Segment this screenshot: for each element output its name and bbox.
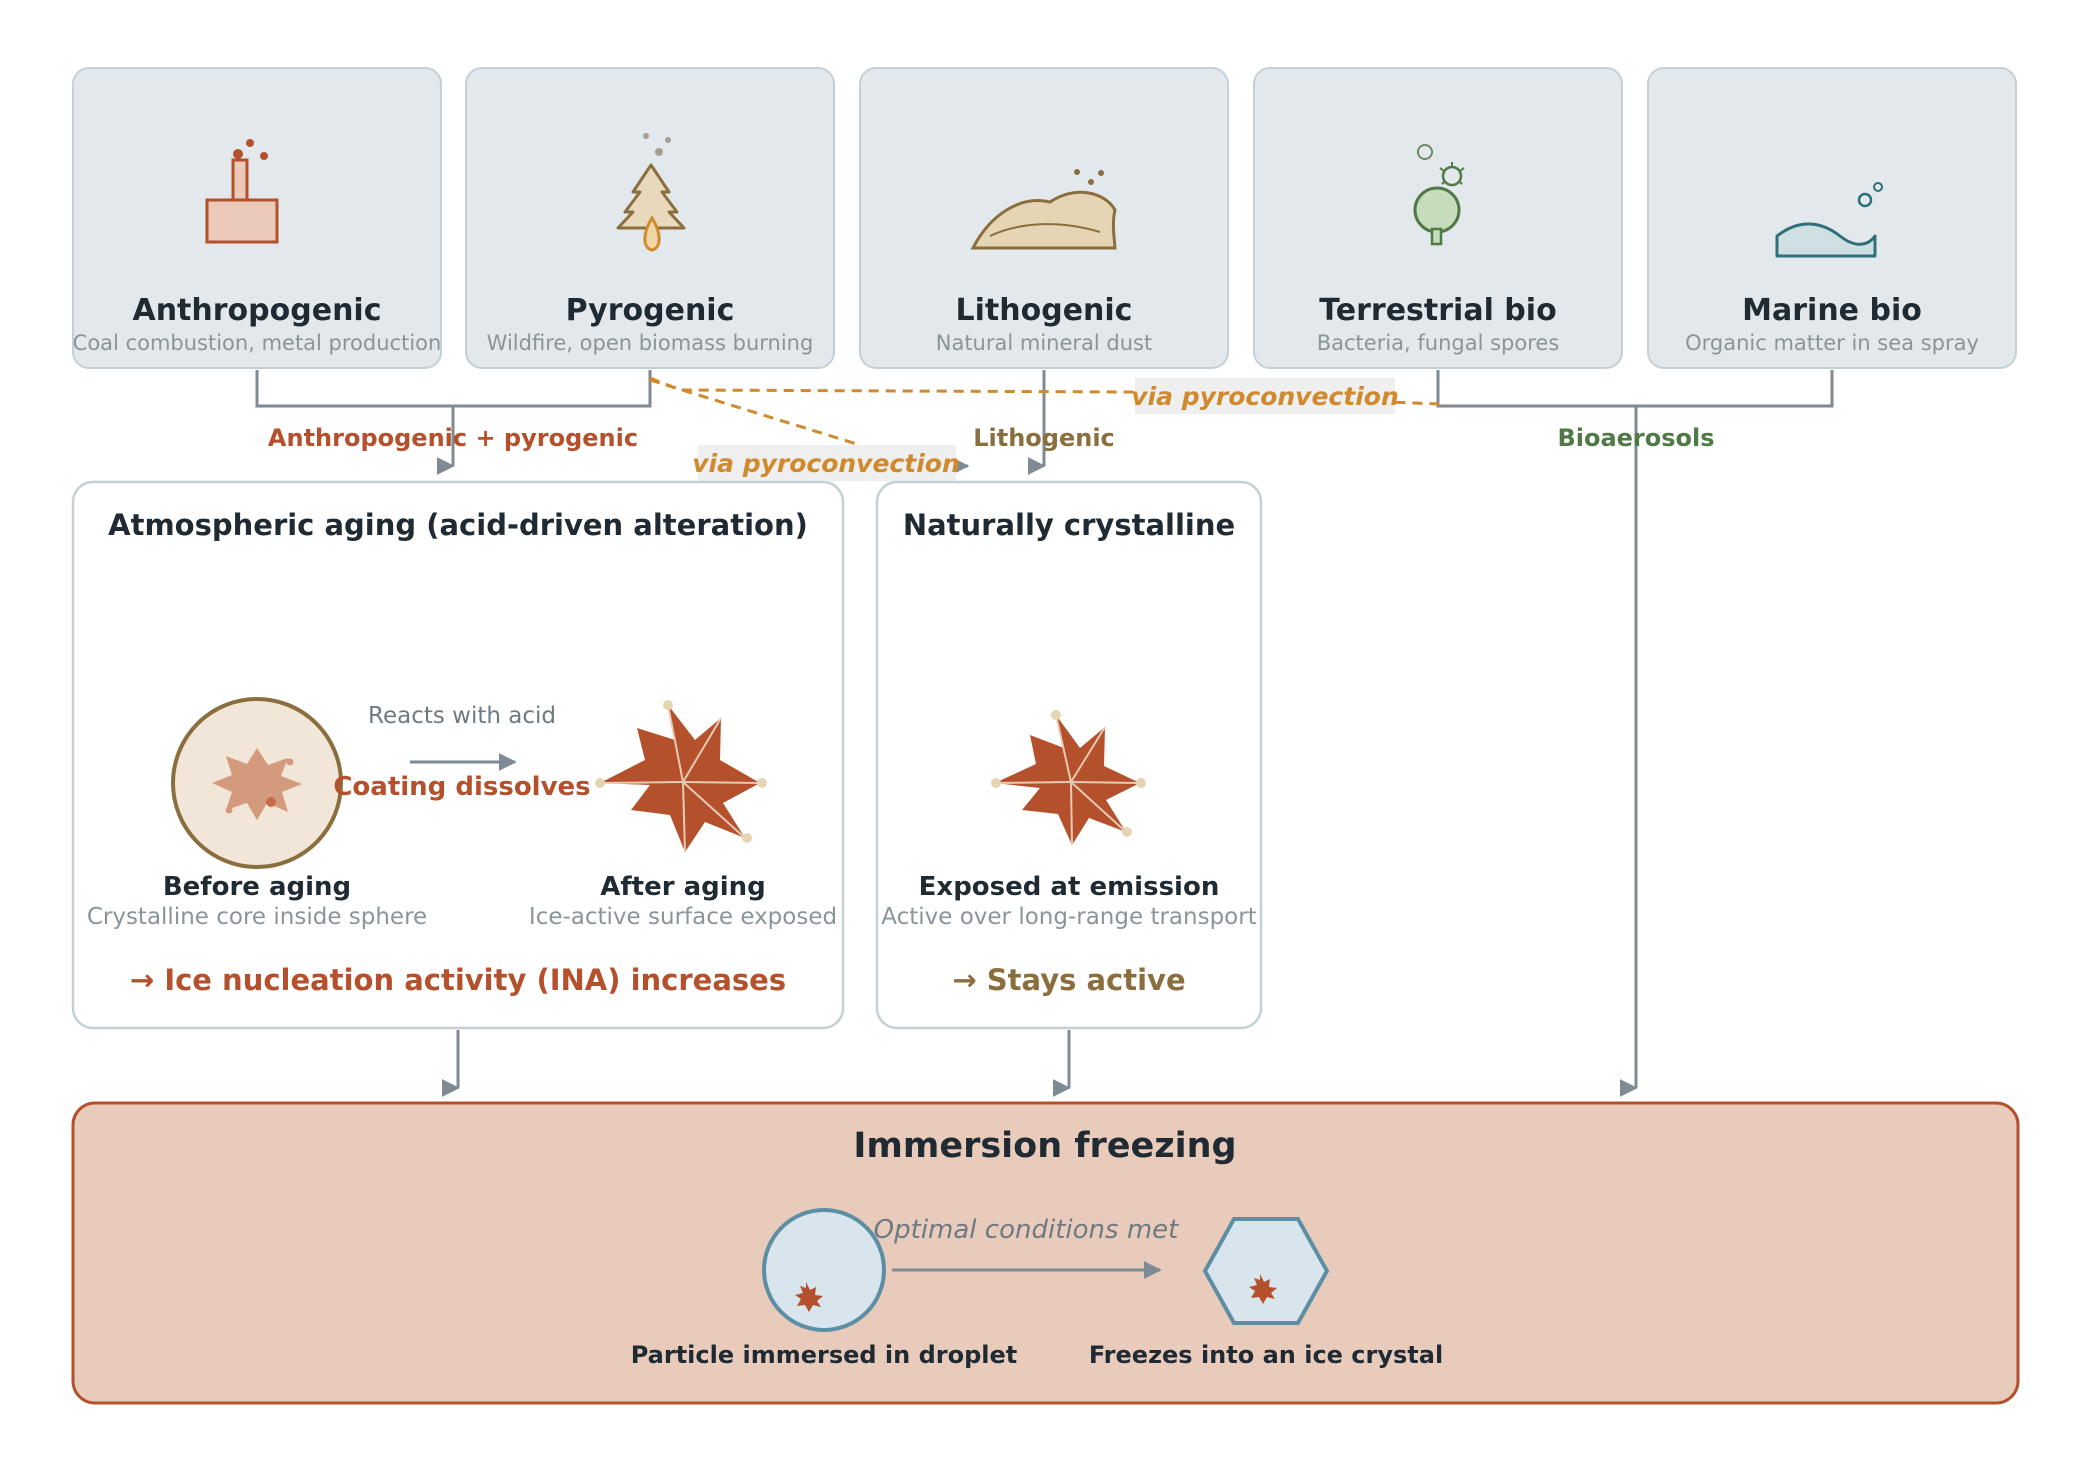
freezing-panel: Immersion freezing Particle immersed in … [71, 1101, 2020, 1405]
burning-tree-icon [616, 133, 686, 252]
reacts-label: Reacts with acid [368, 703, 556, 729]
source-subtitle: Wildfire, open biomass burning [487, 331, 814, 355]
source-title: Terrestrial bio [1319, 293, 1556, 328]
source-card-lithogenic: Lithogenic Natural mineral dust [859, 67, 1229, 369]
condition-label: Optimal conditions met [874, 1215, 1179, 1245]
link-label-anthro-pyro: Anthropogenic + pyrogenic [268, 424, 638, 452]
pyroconvection-label-2: via pyroconvection [692, 449, 960, 478]
source-title: Marine bio [1742, 293, 1922, 328]
before-aging-subtitle: Crystalline core inside sphere [87, 904, 427, 930]
source-title: Lithogenic [956, 293, 1133, 328]
ice-crystal [1202, 1217, 1330, 1325]
source-title: Pyrogenic [566, 293, 735, 328]
source-card-terrestrial-bio: Terrestrial bio Bacteria, fungal spores [1253, 67, 1623, 369]
connector-anthro-pyro [255, 370, 652, 475]
ice-crystal-label: Freezes into an ice crystal [1089, 1341, 1443, 1369]
before-aging-particle [171, 697, 343, 869]
dust-mound-icon [970, 169, 1117, 250]
sea-spray-icon [1775, 182, 1883, 258]
source-title: Anthropogenic [132, 293, 381, 328]
factory-icon [205, 139, 279, 244]
aging-title: Atmospheric aging (acid-driven alteratio… [108, 508, 808, 542]
droplet-particle [762, 1208, 886, 1332]
coating-label: Coating dissolves [333, 772, 590, 802]
crystalline-particle [991, 710, 1146, 846]
crystalline-label-subtitle: Active over long-range transport [881, 904, 1256, 930]
source-card-marine-bio: Marine bio Organic matter in sea spray [1647, 67, 2017, 369]
droplet-label: Particle immersed in droplet [631, 1341, 1018, 1369]
aging-result: → Ice nucleation activity (INA) increase… [130, 963, 786, 997]
source-subtitle: Organic matter in sea spray [1685, 331, 1979, 355]
source-subtitle: Bacteria, fungal spores [1317, 331, 1560, 355]
link-label-lithogenic: Lithogenic [973, 424, 1115, 452]
connector-bioaerosols [1436, 370, 1834, 1097]
before-aging-title: Before aging [163, 872, 351, 902]
source-card-anthropogenic: Anthropogenic Coal combustion, metal pro… [72, 67, 442, 369]
pyroconvection-label-1: via pyroconvection [1131, 382, 1399, 411]
link-label-bioaerosols: Bioaerosols [1557, 424, 1714, 452]
crystalline-title: Naturally crystalline [903, 508, 1235, 542]
after-aging-subtitle: Ice-active surface exposed [529, 904, 837, 930]
crystalline-result: → Stays active [952, 963, 1185, 997]
source-card-pyrogenic: Pyrogenic Wildfire, open biomass burning [465, 67, 835, 369]
freezing-title: Immersion freezing [853, 1126, 1236, 1166]
crystalline-label-title: Exposed at emission [919, 872, 1220, 902]
after-aging-crystal [595, 700, 767, 853]
source-subtitle: Coal combustion, metal production [73, 331, 442, 355]
after-aging-title: After aging [600, 872, 766, 902]
aging-panel: Atmospheric aging (acid-driven alteratio… [71, 480, 845, 1030]
spores-icon [1413, 144, 1465, 246]
crystalline-panel: Naturally crystalline Exposed at emissio… [875, 480, 1263, 1030]
source-subtitle: Natural mineral dust [936, 331, 1152, 355]
